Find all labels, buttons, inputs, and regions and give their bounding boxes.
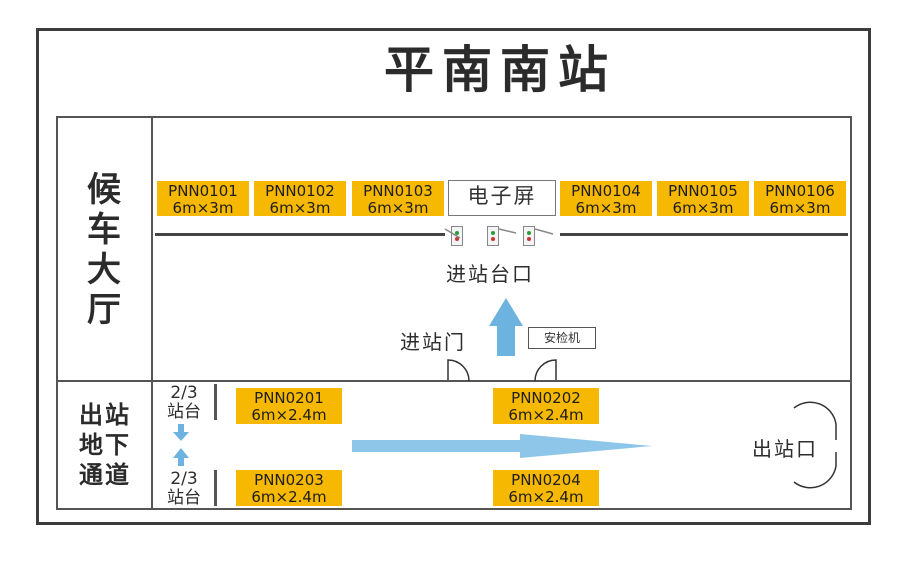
booth-pnn0103[interactable]: PNN0103 6m×3m — [352, 181, 444, 217]
booth-pnn0101[interactable]: PNN0101 6m×3m — [157, 181, 249, 217]
top-boundary-line — [56, 116, 851, 118]
arrow-up-icon — [489, 298, 523, 356]
arrow-right-icon — [352, 434, 652, 458]
booth-code: PNN0105 — [668, 182, 738, 200]
booth-size: 6m×2.4m — [508, 488, 584, 506]
booth-size: 6m×3m — [769, 199, 831, 217]
booth-size: 6m×2.4m — [508, 406, 584, 424]
booth-pnn0102[interactable]: PNN0102 6m×3m — [254, 181, 346, 217]
label-column-divider — [151, 116, 153, 510]
platform-divider-bottom — [214, 470, 217, 506]
booth-code: PNN0104 — [571, 182, 641, 200]
booth-code: PNN0202 — [511, 389, 581, 407]
station-title: 平南南站 — [384, 41, 616, 99]
bottom-boundary-line — [56, 508, 851, 510]
gate-flap — [498, 228, 517, 234]
booth-code: PNN0102 — [265, 182, 335, 200]
platform-barrier-right — [560, 233, 848, 236]
ticket-gate-icon — [487, 226, 499, 246]
booth-size: 6m×2.4m — [251, 406, 327, 424]
right-boundary-line — [850, 116, 852, 510]
exit-passage-label: 出站地下通道 — [62, 400, 148, 490]
booth-pnn0106[interactable]: PNN0106 6m×3m — [754, 181, 846, 217]
booth-size: 6m×3m — [367, 199, 429, 217]
exit-label: 出站口 — [752, 437, 818, 461]
platform-barrier-left — [155, 233, 445, 236]
booth-pnn0105[interactable]: PNN0105 6m×3m — [657, 181, 749, 217]
booth-pnn0201[interactable]: PNN0201 6m×2.4m — [236, 388, 342, 424]
platform-number: 2/3 — [170, 383, 198, 403]
arrow-up-small-icon — [173, 448, 189, 466]
platform-entrance-label: 进站台口 — [446, 262, 534, 286]
booth-size: 6m×3m — [269, 199, 331, 217]
platform-2-3-top: 2/3 站台 — [158, 384, 210, 422]
platform-word: 站台 — [167, 488, 201, 508]
platform-divider-top — [214, 384, 217, 420]
booth-code: PNN0201 — [254, 389, 324, 407]
exit-door-top-icon — [793, 401, 837, 440]
exit-door-bottom-icon — [793, 452, 837, 489]
booth-pnn0203[interactable]: PNN0203 6m×2.4m — [236, 470, 342, 506]
entrance-gate-label: 进站门 — [400, 330, 466, 354]
left-boundary-line — [56, 116, 58, 510]
booth-code: PNN0204 — [511, 471, 581, 489]
door-left-icon — [447, 359, 470, 382]
booth-size: 6m×3m — [672, 199, 734, 217]
ticket-gate-icon — [523, 226, 535, 246]
booth-code: PNN0106 — [765, 182, 835, 200]
booth-pnn0204[interactable]: PNN0204 6m×2.4m — [493, 470, 599, 506]
door-right-icon — [534, 359, 557, 382]
security-machine: 安检机 — [528, 327, 596, 349]
booth-code: PNN0203 — [254, 471, 324, 489]
waiting-hall-text: 候车大厅 — [87, 170, 121, 330]
booth-size: 6m×3m — [172, 199, 234, 217]
booth-code: PNN0101 — [168, 182, 238, 200]
booth-size: 6m×2.4m — [251, 488, 327, 506]
platform-2-3-bottom: 2/3 站台 — [158, 470, 210, 508]
hall-passage-divider — [56, 380, 851, 382]
booth-size: 6m×3m — [575, 199, 637, 217]
platform-number: 2/3 — [170, 469, 198, 489]
booth-pnn0104[interactable]: PNN0104 6m×3m — [560, 181, 652, 217]
exit-passage-text: 出站地下通道 — [79, 401, 131, 489]
arrow-down-icon — [173, 424, 189, 441]
waiting-hall-label: 候车大厅 — [64, 170, 144, 330]
booth-pnn0202[interactable]: PNN0202 6m×2.4m — [493, 388, 599, 424]
booth-code: PNN0103 — [363, 182, 433, 200]
gate-flap — [444, 228, 461, 239]
electronic-screen: 电子屏 — [448, 180, 556, 216]
platform-word: 站台 — [167, 402, 201, 422]
gate-flap — [534, 228, 554, 235]
